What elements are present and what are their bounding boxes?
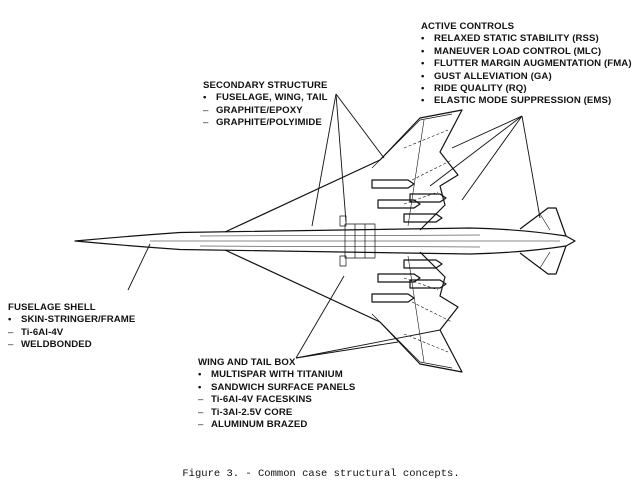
engine-nacelles-upper: [371, 179, 447, 223]
upper-wing-outline: [224, 109, 463, 233]
wing-and-tail-box-item: •MULTISPAR WITH TITANIUM: [198, 369, 343, 381]
active-controls-item: •MANEUVER LOAD CONTROL (MLC): [421, 45, 602, 57]
active-controls-title: ACTIVE CONTROLS: [421, 21, 515, 32]
wing-and-tail-box-item: –Ti-3Al-2.5V CORE: [198, 406, 293, 418]
secondary-structure-item: –GRAPHITE/EPOXY: [203, 104, 303, 116]
secondary-structure-item: •FUSELAGE, WING, TAIL: [203, 92, 328, 104]
fuselage-shell-item: •SKIN-STRINGER/FRAME: [8, 314, 136, 326]
fuselage-shell-item: –WELDBONDED: [8, 339, 92, 351]
secondary-structure-title: SECONDARY STRUCTURE: [203, 80, 328, 91]
leader-lines: [127, 93, 541, 359]
secondary-structure-item: –GRAPHITE/POLYIMIDE: [203, 117, 322, 129]
active-controls-item: •RIDE QUALITY (RQ): [421, 83, 527, 95]
active-controls-item: •RELAXED STATIC STABILITY (RSS): [421, 33, 599, 45]
wing-and-tail-box-title: WING AND TAIL BOX: [198, 357, 296, 368]
fuselage-shell-callout: FUSELAGE SHELL •SKIN-STRINGER/FRAME –Ti-…: [8, 302, 135, 352]
active-controls-item: •FLUTTER MARGIN AUGMENTATION (FMA): [421, 58, 632, 70]
secondary-structure-callout: SECONDARY STRUCTURE •FUSELAGE, WING, TAI…: [203, 80, 328, 130]
wing-and-tail-box-item: –Ti-6Al-4V FACESKINS: [198, 394, 312, 406]
upper-tail-outline: [519, 207, 567, 237]
wing-and-tail-box-item: –ALUMINUM BRAZED: [198, 419, 308, 431]
wing-box-panels: [339, 215, 376, 267]
active-controls-item: •ELASTIC MODE SUPPRESSION (EMS): [421, 95, 612, 107]
active-controls-item: •GUST ALLEVIATION (GA): [421, 70, 552, 82]
figure-caption: Figure 3. - Common case structural conce…: [182, 468, 460, 480]
lower-tail-outline: [519, 245, 567, 275]
active-controls-callout: ACTIVE CONTROLS •RELAXED STATIC STABILIT…: [421, 21, 632, 108]
fuselage-outline: [74, 227, 576, 255]
engine-nacelles-lower: [371, 259, 447, 303]
fuselage-shell-title: FUSELAGE SHELL: [8, 302, 96, 313]
lower-wing-outline: [224, 249, 463, 373]
wing-and-tail-box-item: •SANDWICH SURFACE PANELS: [198, 381, 356, 393]
wing-and-tail-box-callout: WING AND TAIL BOX •MULTISPAR WITH TITANI…: [198, 357, 355, 431]
fuselage-shell-item: –Ti-6Al-4V: [8, 326, 64, 338]
